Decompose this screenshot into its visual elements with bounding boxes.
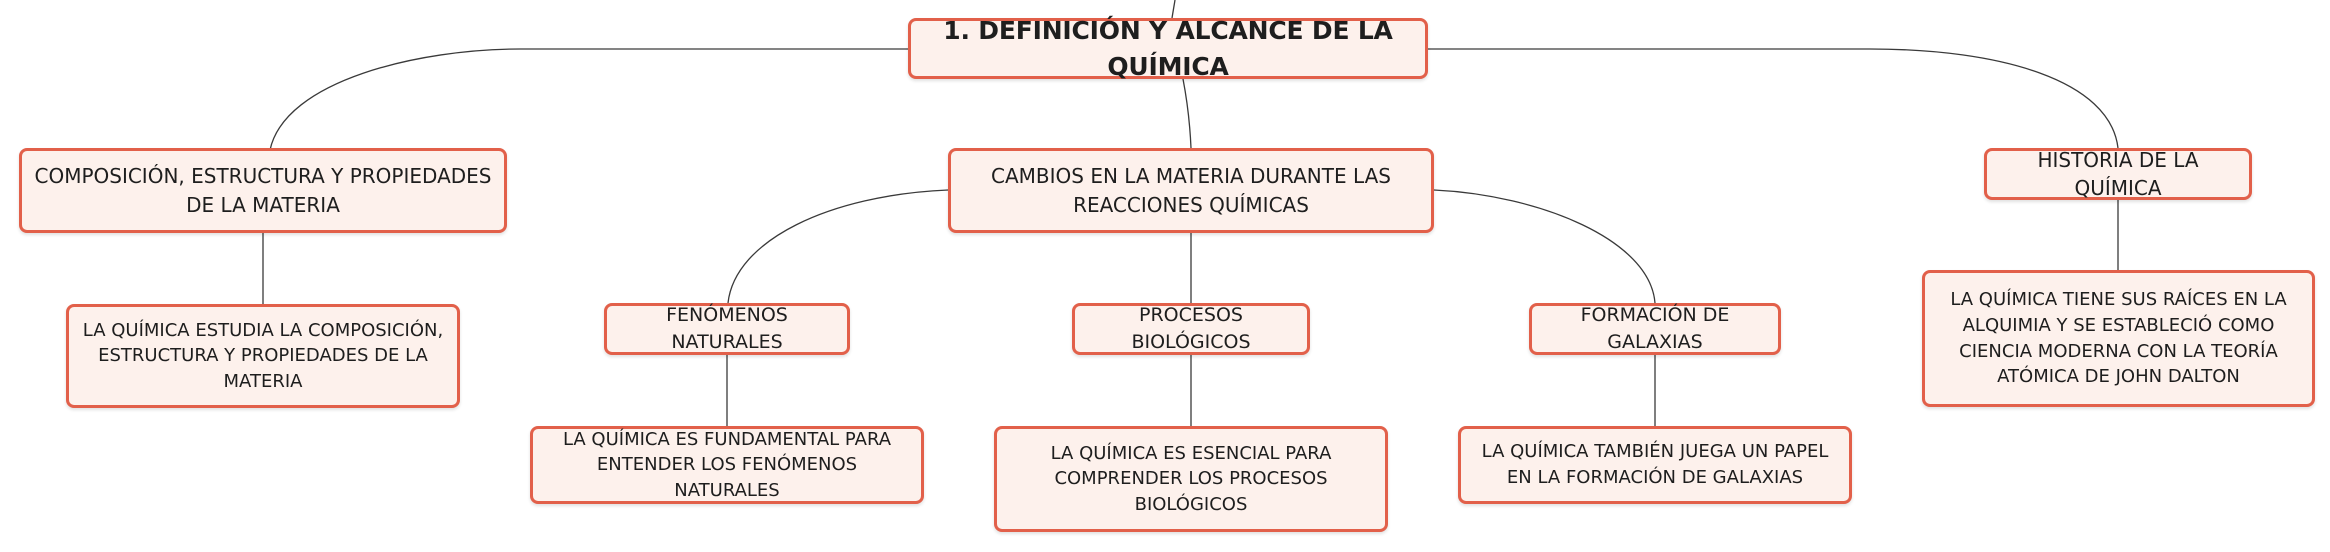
node-galaxias-detail[interactable]: LA QUÍMICA TAMBIÉN JUEGA UN PAPEL EN LA …	[1458, 426, 1852, 504]
node-fenomenos[interactable]: FENÓMENOS NATURALES	[604, 303, 850, 355]
connector-cambios-to-fenomenos	[727, 189, 949, 304]
node-cambios-label: CAMBIOS EN LA MATERIA DURANTE LAS REACCI…	[991, 164, 1391, 217]
node-galaxias[interactable]: FORMACIÓN DE GALAXIAS	[1529, 303, 1781, 355]
node-fenomenos-label: FENÓMENOS NATURALES	[666, 304, 788, 353]
node-procesos-label: PROCESOS BIOLÓGICOS	[1131, 304, 1251, 353]
node-historia-detail[interactable]: LA QUÍMICA TIENE SUS RAÍCES EN LA ALQUIM…	[1922, 270, 2315, 407]
connector-cambios-to-galaxias	[1433, 189, 1656, 304]
node-composicion[interactable]: COMPOSICIÓN, ESTRUCTURA Y PROPIEDADES DE…	[19, 148, 507, 233]
node-composicion-detail[interactable]: LA QUÍMICA ESTUDIA LA COMPOSICIÓN, ESTRU…	[66, 304, 460, 408]
node-composicion-detail-label: LA QUÍMICA ESTUDIA LA COMPOSICIÓN, ESTRU…	[82, 319, 444, 392]
connector-root-to-composicion	[269, 48, 908, 151]
connector-top-stub	[1171, 0, 1176, 19]
node-galaxias-detail-label: LA QUÍMICA TAMBIÉN JUEGA UN PAPEL EN LA …	[1481, 441, 1829, 488]
node-fenomenos-detail-label: LA QUÍMICA ES FUNDAMENTAL PARA ENTENDER …	[562, 428, 892, 501]
node-procesos[interactable]: PROCESOS BIOLÓGICOS	[1072, 303, 1310, 355]
node-procesos-detail-label: LA QUÍMICA ES ESENCIAL PARA COMPRENDER L…	[1050, 442, 1332, 515]
node-composicion-label: COMPOSICIÓN, ESTRUCTURA Y PROPIEDADES DE…	[34, 164, 492, 217]
node-fenomenos-detail[interactable]: LA QUÍMICA ES FUNDAMENTAL PARA ENTENDER …	[530, 426, 924, 504]
node-historia-label: HISTORIA DE LA QUÍMICA	[2037, 147, 2199, 200]
connector-root-to-cambios	[1182, 78, 1192, 149]
node-procesos-detail[interactable]: LA QUÍMICA ES ESENCIAL PARA COMPRENDER L…	[994, 426, 1388, 532]
node-historia-detail-label: LA QUÍMICA TIENE SUS RAÍCES EN LA ALQUIM…	[1950, 289, 2287, 388]
node-cambios[interactable]: CAMBIOS EN LA MATERIA DURANTE LAS REACCI…	[948, 148, 1434, 233]
node-galaxias-label: FORMACIÓN DE GALAXIAS	[1580, 304, 1730, 353]
root-node[interactable]: 1. DEFINICIÓN Y ALCANCE DE LA QUÍMICA	[908, 16, 1428, 81]
node-historia[interactable]: HISTORIA DE LA QUÍMICA	[1984, 148, 2252, 200]
connector-root-to-historia	[1428, 48, 2119, 149]
root-node-label: 1. DEFINICIÓN Y ALCANCE DE LA QUÍMICA	[943, 16, 1393, 81]
